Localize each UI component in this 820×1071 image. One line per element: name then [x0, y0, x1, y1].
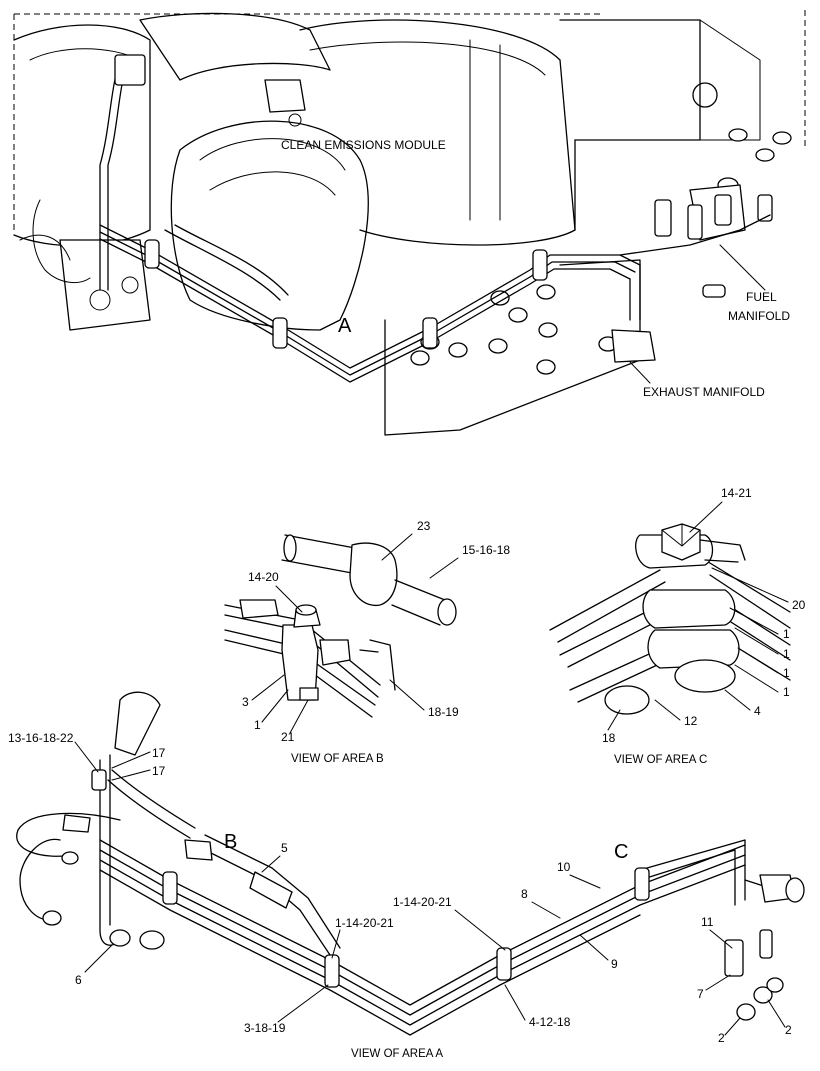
view-a-callout-17b: 17 — [152, 764, 166, 778]
exhaust-manifold-label: EXHAUST MANIFOLD — [643, 385, 765, 399]
view-a-leaders — [74, 741, 786, 1036]
view-c-caption: VIEW OF AREA C — [614, 754, 707, 766]
fuel-manifold-label-line1: FUEL — [746, 290, 777, 304]
view-b-callout-18-19: 18-19 — [428, 705, 459, 719]
view-a-callout-3-18-19: 3-18-19 — [244, 1021, 286, 1035]
view-c-callout-1c: 1 — [783, 666, 790, 680]
view-c-callout-1a: 1 — [783, 627, 790, 641]
view-b-callout-3: 3 — [242, 695, 249, 709]
view-a-callout-8: 8 — [521, 887, 528, 901]
view-a-callout-7: 7 — [697, 987, 704, 1001]
view-a-caption: VIEW OF AREA A — [351, 1048, 443, 1060]
view-a-illustration — [16, 691, 805, 1036]
view-c-callout-20: 20 — [792, 598, 806, 612]
view-a-callout-17a: 17 — [152, 746, 166, 760]
view-a-callout-11: 11 — [701, 915, 714, 929]
view-a-callout-2-left: 2 — [718, 1031, 725, 1045]
view-a-callout-10: 10 — [557, 860, 571, 874]
area-c-marker: C — [614, 841, 628, 863]
view-c-callout-1b: 1 — [783, 647, 790, 661]
view-b-callout-21: 21 — [281, 730, 295, 744]
view-a-callout-2-right: 2 — [785, 1023, 792, 1037]
view-c-leaders — [607, 501, 789, 731]
clean-emissions-module-label: CLEAN EMISSIONS MODULE — [281, 138, 446, 152]
view-c-illustration — [549, 523, 791, 715]
fuel-manifold-label-line2: MANIFOLD — [728, 309, 790, 323]
area-b-marker: B — [224, 831, 237, 853]
view-b-callout-1: 1 — [254, 718, 261, 732]
view-b-leaders — [251, 533, 459, 734]
view-a-callout-5: 5 — [281, 841, 288, 855]
view-a-callout-9: 9 — [611, 957, 618, 971]
view-c-callout-4: 4 — [754, 704, 761, 718]
view-b-callout-14-20: 14-20 — [248, 570, 279, 584]
view-b-illustration — [224, 534, 457, 718]
overview-illustration — [13, 10, 806, 436]
area-a-marker: A — [338, 315, 352, 337]
view-c-callout-14-21: 14-21 — [721, 486, 752, 500]
exhaust-manifold-leader — [629, 361, 651, 384]
view-b-caption: VIEW OF AREA B — [291, 753, 384, 765]
view-a-callout-1-14-20-21-left: 1-14-20-21 — [335, 916, 394, 930]
view-a-callout-4-12-18: 4-12-18 — [529, 1015, 571, 1029]
view-a-callout-13-16-18-22: 13-16-18-22 — [8, 731, 74, 745]
view-a-callout-6: 6 — [75, 973, 82, 987]
view-a-callout-1-14-20-21-right: 1-14-20-21 — [393, 895, 452, 909]
view-c-callout-18: 18 — [602, 731, 616, 745]
view-c-callout-1d: 1 — [783, 685, 790, 699]
view-c-callout-12: 12 — [684, 714, 698, 728]
view-b-callout-23: 23 — [417, 519, 431, 533]
fuel-manifold-leader — [719, 244, 766, 291]
view-b-callout-15-16-18: 15-16-18 — [462, 543, 510, 557]
